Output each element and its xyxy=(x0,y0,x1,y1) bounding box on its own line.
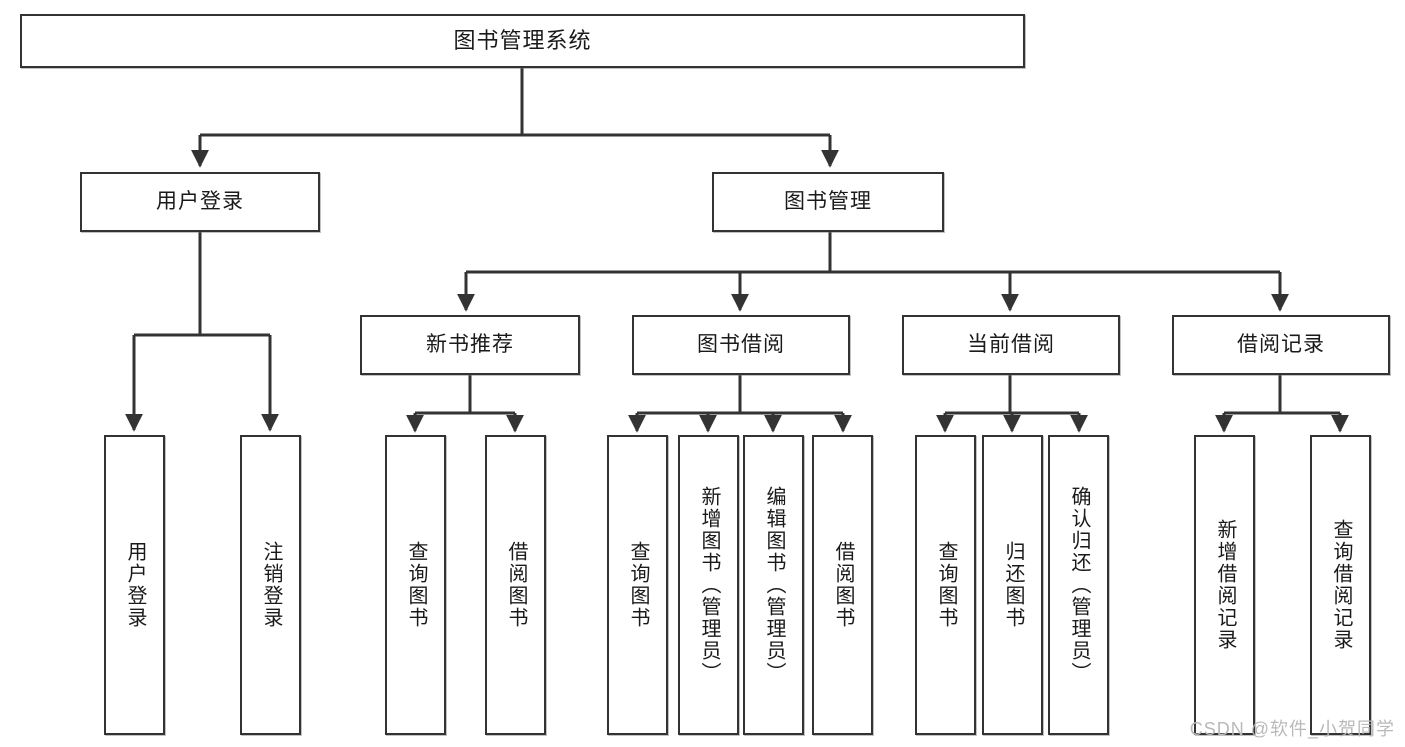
leaf-book-borrow-add[interactable]: 新增图书（管理员） xyxy=(678,435,739,735)
leaf-book-borrow-query[interactable]: 查询图书 xyxy=(607,435,668,735)
node-label: 用户登录 xyxy=(156,190,244,214)
node-borrow-record[interactable]: 借阅记录 xyxy=(1172,315,1390,375)
node-book-management[interactable]: 图书管理 xyxy=(712,172,944,232)
leaf-borrow-record-add[interactable]: 新增借阅记录 xyxy=(1194,435,1255,735)
watermark-text: CSDN @软件_小贺同学 xyxy=(1189,719,1395,739)
leaf-borrow-record-query[interactable]: 查询借阅记录 xyxy=(1310,435,1371,735)
leaf-new-book-borrow[interactable]: 借阅图书 xyxy=(485,435,546,735)
node-label: 确认归还（管理员） xyxy=(1068,486,1090,684)
leaf-book-borrow-borrow[interactable]: 借阅图书 xyxy=(812,435,873,735)
node-label: 归还图书 xyxy=(1002,541,1024,629)
node-root-system[interactable]: 图书管理系统 xyxy=(20,14,1025,68)
leaf-current-borrow-confirm[interactable]: 确认归还（管理员） xyxy=(1048,435,1109,735)
node-label: 借阅图书 xyxy=(832,541,854,629)
node-new-book-recommend[interactable]: 新书推荐 xyxy=(360,315,580,375)
leaf-current-borrow-query[interactable]: 查询图书 xyxy=(915,435,976,735)
node-label: 图书管理 xyxy=(784,190,872,214)
node-label: 查询借阅记录 xyxy=(1330,519,1352,651)
node-label: 新增图书（管理员） xyxy=(698,486,720,684)
leaf-current-borrow-return[interactable]: 归还图书 xyxy=(982,435,1043,735)
leaf-book-borrow-edit[interactable]: 编辑图书（管理员） xyxy=(743,435,804,735)
node-label: 查询图书 xyxy=(935,541,957,629)
node-current-borrow[interactable]: 当前借阅 xyxy=(902,315,1120,375)
node-label: 新增借阅记录 xyxy=(1214,519,1236,651)
leaf-new-book-query[interactable]: 查询图书 xyxy=(385,435,446,735)
node-label: 借阅记录 xyxy=(1237,333,1325,357)
node-label: 用户登录 xyxy=(124,541,146,629)
node-label: 新书推荐 xyxy=(426,333,514,357)
leaf-user-login-login[interactable]: 用户登录 xyxy=(104,435,165,735)
node-label: 查询图书 xyxy=(405,541,427,629)
node-label: 查询图书 xyxy=(627,541,649,629)
node-label: 当前借阅 xyxy=(967,333,1055,357)
node-label: 注销登录 xyxy=(260,541,282,629)
node-user-login[interactable]: 用户登录 xyxy=(80,172,320,232)
node-label: 图书管理系统 xyxy=(453,27,592,53)
node-label: 借阅图书 xyxy=(505,541,527,629)
leaf-user-login-logout[interactable]: 注销登录 xyxy=(240,435,301,735)
node-book-borrow[interactable]: 图书借阅 xyxy=(632,315,850,375)
node-label: 图书借阅 xyxy=(697,333,785,357)
node-label: 编辑图书（管理员） xyxy=(763,486,785,684)
